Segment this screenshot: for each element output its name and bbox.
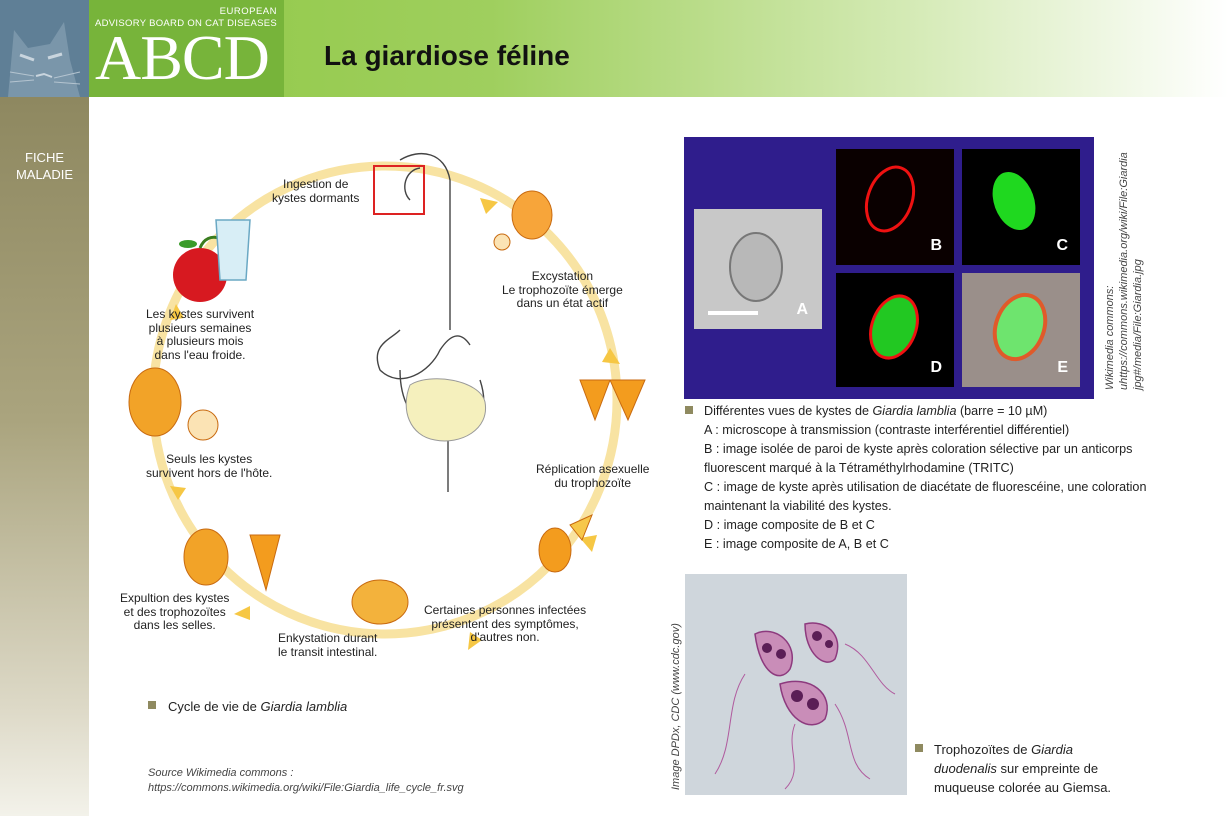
- caption-bullet: [685, 406, 693, 414]
- life-cycle-diagram: [128, 152, 646, 650]
- cat-logo-icon: [0, 0, 89, 97]
- micro-tile-d: D: [836, 273, 954, 387]
- micro-label-a: A: [796, 301, 808, 318]
- cycle-label-enkystation: Enkystation durant le transit intestinal…: [278, 631, 378, 659]
- cycle-source: Source Wikimedia commons : https://commo…: [148, 767, 464, 794]
- microscopy-panel: A B C D E: [684, 137, 1094, 399]
- cycle-caption: Cycle de vie de Giardia lamblia: [168, 699, 348, 714]
- sidebar-label: FICHE MALADIE: [0, 149, 89, 183]
- sidebar-label-line2: MALADIE: [15, 167, 74, 182]
- abcd-logo: EUROPEAN ADVISORY BOARD ON CAT DISEASES …: [89, 0, 284, 97]
- sidebar: FICHE MALADIE: [0, 97, 89, 816]
- cycle-arrowheads: [170, 198, 620, 650]
- trophozoite-photo: [685, 574, 907, 795]
- cycle-label-ingestion: Ingestion de kystes dormants: [272, 177, 360, 205]
- abcd-logo-text: ABCD: [95, 22, 270, 93]
- cycle-label-expulsion: Expultion des kystes et des trophozoïtes…: [120, 591, 230, 632]
- micro-label-d: D: [930, 359, 942, 376]
- cycle-label-replication: Réplication asexuelle du trophozoïte: [536, 462, 650, 490]
- water-glass-icon: [215, 219, 251, 281]
- trophozoite-caption: Trophozoïtes de Giardia duodenalis sur e…: [934, 742, 1112, 795]
- micro-label-e: E: [1057, 359, 1068, 376]
- cycle-label-outside-host: Seuls les kystes survivent hors de l'hôt…: [146, 452, 273, 480]
- org-name-line2: ADVISORY BOARD ON CAT DISEASES: [95, 18, 277, 29]
- human-digestive-illustration: [373, 152, 485, 492]
- cycle-label-survival: Les kystes survivent plusieurs semaines …: [146, 307, 255, 362]
- cycle-label-excystation: Excystation Le trophozoïte émerge dans u…: [502, 269, 623, 310]
- micro-tile-e: E: [962, 273, 1080, 387]
- micro-label-b: B: [930, 237, 942, 254]
- micro-tile-b: B: [836, 149, 954, 265]
- micro-tile-c: C: [962, 149, 1080, 265]
- microscopy-caption: Différentes vues de kystes de Giardia la…: [704, 404, 1147, 551]
- caption-bullet: [148, 701, 156, 709]
- org-name-line1: EUROPEAN: [219, 6, 277, 17]
- trophozoite-source: Image DPDx, CDC (www.cdc.gov): [670, 623, 682, 790]
- caption-bullet: [915, 744, 923, 752]
- page-title: La giardiose féline: [324, 40, 570, 71]
- giardia-organisms: [128, 190, 646, 625]
- intestine-illustration: [405, 378, 486, 442]
- cycle-label-symptoms: Certaines personnes infectées présentent…: [424, 603, 587, 644]
- sidebar-label-line1: FICHE: [25, 150, 64, 165]
- microscopy-source: Wikimedia commons: uhttps://commons.wiki…: [1104, 152, 1144, 390]
- micro-tile-a: A: [694, 209, 822, 329]
- micro-label-c: C: [1056, 237, 1068, 254]
